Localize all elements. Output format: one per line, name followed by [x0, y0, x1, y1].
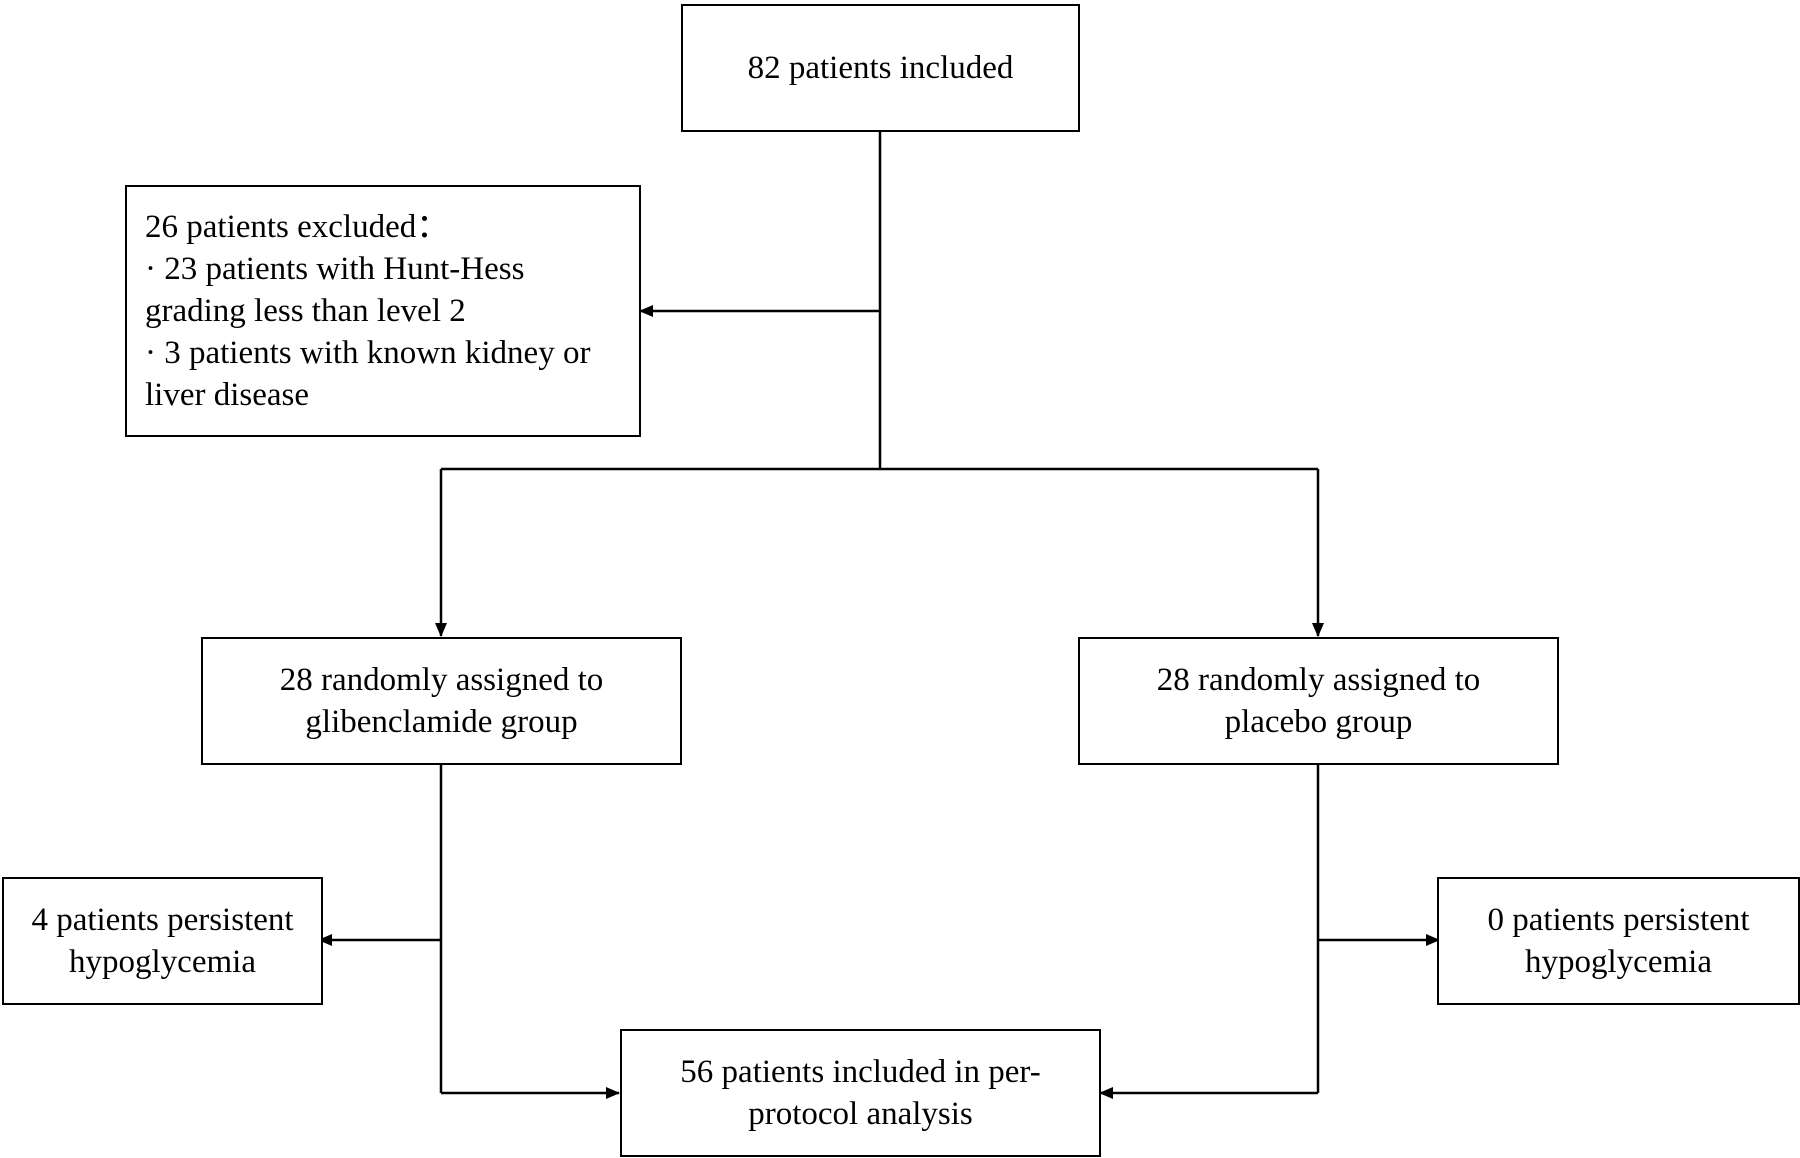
box-patients-included-line-1: 82 patients included	[747, 50, 1014, 86]
box-patients-included: 82 patients included	[681, 4, 1080, 132]
box-glibenclamide-hypoglycemia-line-1: 4 patients persistent	[31, 902, 294, 938]
box-per-protocol-analysis-line-1: 56 patients included in per-	[680, 1054, 1041, 1090]
box-placebo-hypoglycemia-line-2: hypoglycemia	[1525, 944, 1712, 980]
box-placebo-group: 28 randomly assigned to placebo group	[1078, 637, 1559, 765]
box-patients-excluded-line-4: · 3 patients with known kidney or	[145, 335, 591, 371]
box-patients-excluded-line-5: liver disease	[145, 377, 310, 413]
box-glibenclamide-group-line-2: glibenclamide group	[305, 704, 578, 740]
box-glibenclamide-hypoglycemia-line-2: hypoglycemia	[69, 944, 256, 980]
box-per-protocol-analysis: 56 patients included in per- protocol an…	[620, 1029, 1101, 1157]
box-placebo-hypoglycemia: 0 patients persistent hypoglycemia	[1437, 877, 1800, 1005]
box-glibenclamide-hypoglycemia: 4 patients persistent hypoglycemia	[2, 877, 323, 1005]
box-placebo-group-line-1: 28 randomly assigned to	[1156, 662, 1481, 698]
box-patients-excluded-line-2: · 23 patients with Hunt-Hess	[145, 251, 525, 287]
box-per-protocol-analysis-line-2: protocol analysis	[748, 1096, 973, 1132]
box-patients-excluded-line-1: 26 patients excluded：	[145, 209, 450, 245]
box-glibenclamide-group: 28 randomly assigned to glibenclamide gr…	[201, 637, 682, 765]
box-patients-excluded: 26 patients excluded： · 23 patients with…	[125, 185, 641, 437]
box-glibenclamide-group-line-1: 28 randomly assigned to	[279, 662, 604, 698]
box-placebo-group-line-2: placebo group	[1224, 704, 1413, 740]
box-placebo-hypoglycemia-line-1: 0 patients persistent	[1487, 902, 1750, 938]
box-patients-excluded-line-3: grading less than level 2	[145, 293, 466, 329]
